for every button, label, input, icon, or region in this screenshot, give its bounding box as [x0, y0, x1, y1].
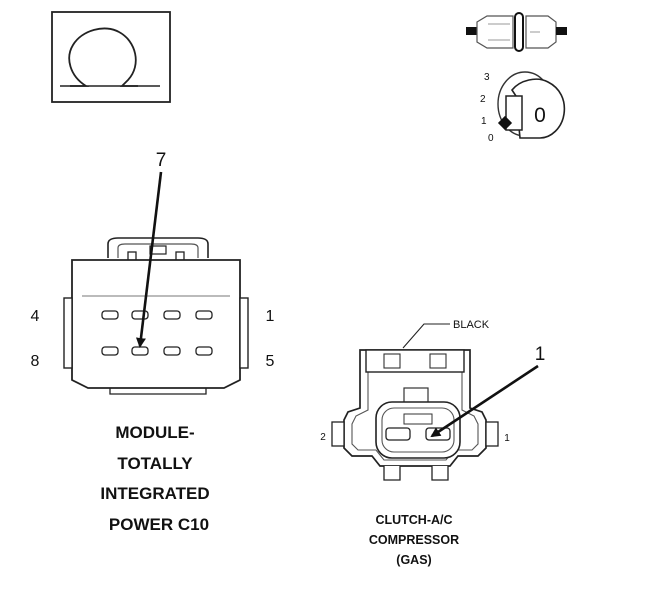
c10-cavity-5: [195, 346, 213, 356]
disconnect-connector-icon: [466, 12, 567, 52]
compressor-pin-label-right: 1: [504, 433, 510, 444]
compressor-caption-line-1: CLUTCH-A/C: [375, 513, 453, 527]
c10-pin-label-bottom-left: 8: [31, 353, 40, 370]
c10-caption-line-3: INTEGRATED: [100, 484, 210, 503]
c10-caption: MODULE- TOTALLY INTEGRATED POWER C10: [70, 418, 240, 540]
ohm-icon: [68, 27, 138, 87]
c10-latch: [107, 237, 209, 258]
c10-cavity-1: [195, 310, 213, 320]
c10-pin-label-top-right: 1: [266, 308, 275, 325]
ignition-position-0: 0: [488, 133, 494, 144]
ignition-position-3: 3: [484, 72, 490, 83]
ignition-position-1: 1: [481, 116, 487, 127]
c10-probe-pin-label: 7: [156, 150, 167, 171]
c10-pin-label-top-left: 4: [31, 308, 40, 325]
compressor-probe-pin-label: 1: [535, 344, 546, 365]
c10-cavity-6: [163, 346, 181, 356]
c10-cavity-7: [131, 346, 149, 356]
c10-probe-arrow: [135, 171, 163, 348]
compressor-caption-line-3: (GAS): [396, 553, 432, 567]
compressor-color-label: BLACK: [453, 319, 490, 331]
c10-cavity-4: [101, 310, 119, 320]
connector-compressor: BLACK 1 2 1: [320, 319, 546, 481]
ignition-position-2: 2: [480, 94, 486, 105]
c10-caption-line-2: TOTALLY: [117, 453, 193, 473]
compressor-mating-face: [375, 401, 461, 459]
c10-caption-line-1: MODULE-: [115, 423, 195, 442]
compressor-cavity-2: [385, 427, 411, 441]
connector-c10: 7 4 8 1 5: [31, 150, 275, 395]
compressor-probe-arrow: [430, 364, 539, 438]
compressor-caption: CLUTCH-A/C COMPRESSOR (GAS): [330, 510, 498, 570]
compressor-color-leader: [402, 323, 450, 349]
ohm-symbol: [51, 11, 171, 103]
c10-cavity-8: [101, 346, 119, 356]
c10-housing: [71, 259, 241, 389]
compressor-caption-line-2: COMPRESSOR: [368, 533, 460, 547]
c10-caption-line-4: POWER C10: [108, 514, 210, 534]
key-position-label: 0: [534, 104, 546, 127]
c10-cavity-3: [131, 310, 149, 320]
compressor-pin-label-left: 2: [320, 432, 326, 443]
compressor-cavity-1: [425, 427, 451, 441]
ohm-symbol-frame: [51, 11, 171, 103]
ignition-key-off-icon: 3 2 1 0 0: [480, 71, 566, 144]
c10-cavity-2: [163, 310, 181, 320]
c10-pin-label-bottom-right: 5: [266, 353, 275, 370]
